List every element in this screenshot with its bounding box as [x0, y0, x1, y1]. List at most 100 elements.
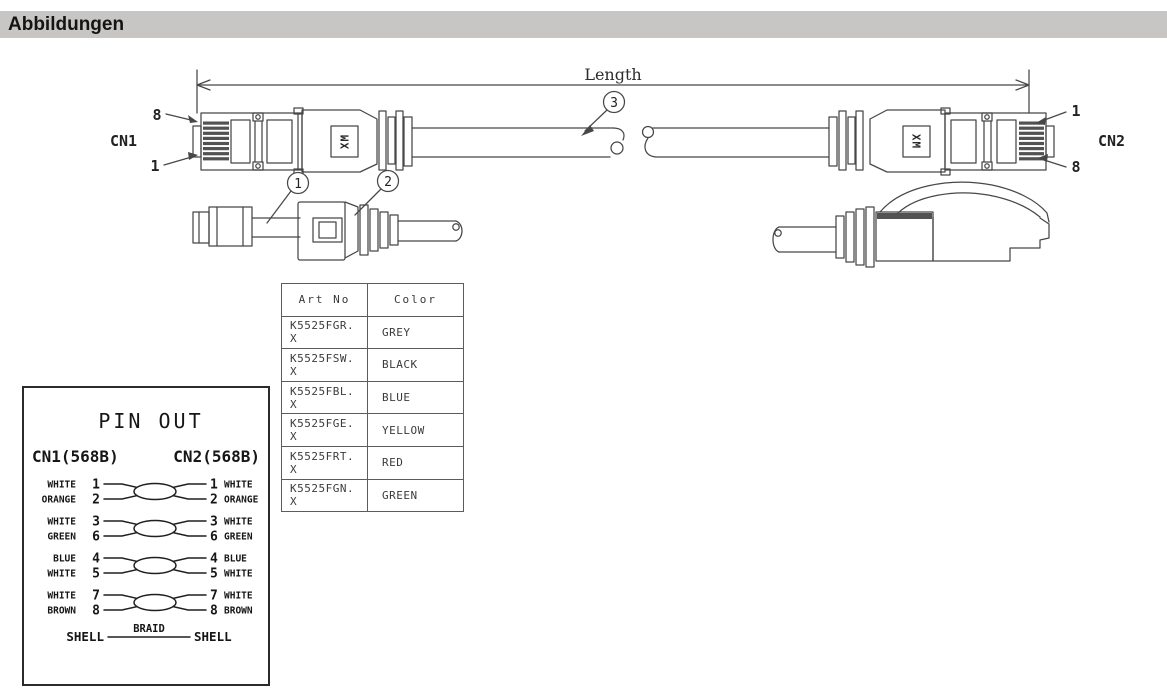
cn2-connector-top-view: XM [828, 107, 1055, 176]
callout-2-circle [376, 169, 400, 193]
svg-text:ORANGE: ORANGE [42, 495, 77, 506]
svg-text:8: 8 [210, 604, 218, 619]
pinout-pair-4: WHITE BROWN 7 8 7 8 WHITE BROWN [47, 589, 252, 619]
parts-table: Art No Color K5525FGR. X GREY K5525FSW. … [281, 283, 464, 513]
svg-text:GREEN: GREEN [47, 532, 76, 543]
color-cell: RED [367, 445, 464, 480]
svg-text:ORANGE: ORANGE [224, 495, 259, 506]
svg-text:BLUE: BLUE [224, 554, 247, 565]
svg-text:BROWN: BROWN [47, 606, 76, 617]
svg-text:WHITE: WHITE [224, 591, 253, 602]
pinout-cn1-header: CN1(568B) [32, 447, 119, 466]
cn2-plug-tip [1045, 125, 1055, 158]
cable-break-loop-2 [641, 125, 655, 139]
pinout-box: PIN OUT CN1(568B) CN2(568B) WHITE ORANGE… [22, 386, 270, 686]
cn2-strain-relief-ribs [828, 110, 864, 171]
pinout-drawing: PIN OUT CN1(568B) CN2(568B) WHITE ORANGE… [32, 409, 260, 644]
cn1-contacts [203, 121, 229, 161]
color-cell: GREEN [367, 478, 464, 513]
cn1-marking-frame [330, 125, 359, 158]
dimension-arrow-right [1015, 79, 1030, 91]
dimension-arrow-left [196, 79, 211, 91]
cn1-labels: CN1 8 1 [110, 106, 198, 175]
svg-text:4: 4 [92, 552, 100, 567]
table-row: K5525FRT. X RED [281, 445, 464, 480]
cn2-side-latch-inner [897, 192, 1041, 218]
cn1-connector-top-view: XM [192, 107, 413, 176]
table-header-color: Color [367, 283, 464, 317]
cable-right-segment [652, 127, 830, 158]
table-header-row: Art No Color [281, 283, 464, 317]
cn1-connector-side-view [192, 201, 463, 261]
svg-text:8: 8 [92, 604, 100, 619]
svg-text:1: 1 [210, 478, 218, 493]
table-row: K5525FGE. X YELLOW [281, 413, 464, 447]
cn2-marking-frame [902, 125, 931, 158]
cn2-window-1 [996, 119, 1017, 164]
length-label: Length [584, 65, 641, 84]
artno-cell: K5525FGN. X [281, 478, 368, 513]
svg-text:2: 2 [210, 493, 218, 508]
cn2-boot [869, 109, 946, 173]
color-cell: BLACK [367, 348, 464, 382]
cable-break-loop-1 [610, 141, 624, 155]
cn2-plug-marking: XM [910, 134, 923, 149]
svg-text:BROWN: BROWN [224, 606, 253, 617]
table-row: K5525FSW. X BLACK [281, 348, 464, 382]
cn1-latch-arm [251, 217, 301, 238]
pinout-shell-row: SHELL BRAID SHELL [66, 623, 232, 644]
artno-cell: K5525FRT. X [281, 445, 368, 480]
callout-3: 3 [581, 90, 626, 136]
svg-text:6: 6 [210, 530, 218, 545]
cn2-name: CN2 [1098, 132, 1125, 150]
cn1-window-2 [266, 119, 293, 164]
svg-text:2: 2 [92, 493, 100, 508]
cn1-boot [301, 109, 378, 173]
cn2-pin8-label: 8 [1071, 158, 1080, 176]
cn1-strain-relief-ribs [378, 110, 413, 171]
color-cell: YELLOW [367, 413, 464, 447]
artno-cell: K5525FGE. X [281, 413, 368, 447]
length-dimension: Length [196, 65, 1030, 114]
color-cell: GREY [367, 315, 464, 350]
cn2-side-body [932, 216, 1050, 262]
pinout-pair-2: WHITE GREEN 3 6 3 6 WHITE GREEN [47, 515, 252, 545]
callout-1: 1 [266, 171, 310, 224]
braid-label: BRAID [133, 623, 165, 635]
svg-text:3: 3 [210, 515, 218, 530]
callout-3-circle [602, 90, 626, 114]
callout-1-circle [286, 171, 310, 195]
table-row: K5525FGN. X GREEN [281, 478, 464, 513]
color-cell: BLUE [367, 380, 464, 415]
cn1-window-1 [230, 119, 251, 164]
svg-text:7: 7 [210, 589, 218, 604]
cn2-window-2 [950, 119, 977, 164]
svg-text:5: 5 [210, 567, 218, 582]
table-row: K5525FGR. X GREY [281, 315, 464, 350]
section-header-bar: Abbildungen [0, 11, 1167, 38]
svg-text:2: 2 [384, 175, 392, 190]
artno-cell: K5525FBL. X [281, 380, 368, 415]
svg-text:4: 4 [210, 552, 218, 567]
cn2-contacts [1019, 121, 1044, 161]
pinout-pair-1: WHITE ORANGE 1 2 1 2 WHITE ORANGE [42, 478, 259, 508]
cable-left-segment [411, 127, 614, 158]
pinout-cn2-header: CN2(568B) [173, 447, 260, 466]
cn1-plug-tip [192, 125, 202, 158]
pinout-title: PIN OUT [98, 409, 203, 433]
shell-label-right: SHELL [194, 629, 232, 644]
svg-text:3: 3 [92, 515, 100, 530]
svg-text:WHITE: WHITE [47, 591, 76, 602]
dimension-lines [196, 69, 1030, 114]
cn1-pin8-label: 8 [152, 106, 161, 124]
table-header-artno: Art No [281, 283, 368, 317]
svg-text:5: 5 [92, 567, 100, 582]
cn1-side-body [297, 201, 346, 261]
cn2-connector-side-view [772, 181, 1050, 268]
pinout-pair-3: BLUE WHITE 4 5 4 5 BLUE WHITE [47, 552, 252, 582]
svg-text:7: 7 [92, 589, 100, 604]
table-row: K5525FBL. X BLUE [281, 380, 464, 415]
cn2-labels: CN2 1 8 [1036, 102, 1125, 176]
cn2-side-latch-outer [879, 181, 1050, 223]
